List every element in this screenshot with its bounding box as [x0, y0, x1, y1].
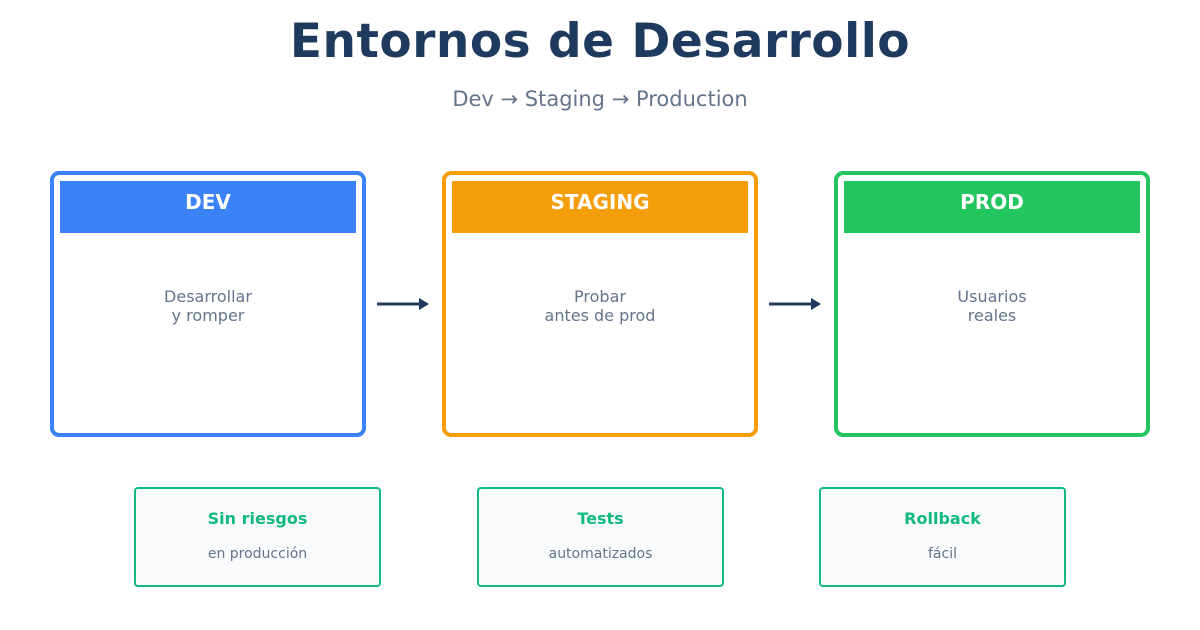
env-desc-dev-line1: Desarrollar	[164, 287, 252, 306]
env-desc-prod-line2: reales	[967, 306, 1017, 325]
env-desc-staging-line1: Probar	[574, 287, 626, 306]
arrow-right-icon	[769, 298, 821, 310]
benefit-title: Sin riesgos	[207, 509, 308, 528]
env-box-dev: DEV Desarrollar y romper	[50, 171, 366, 437]
benefit-card-rollback: Rollback fácil	[819, 487, 1066, 587]
env-desc-dev: Desarrollar y romper	[54, 287, 362, 325]
env-header-dev: DEV	[60, 181, 356, 233]
env-box-staging: STAGING Probar antes de prod	[442, 171, 758, 437]
env-desc-prod-line1: Usuarios	[957, 287, 1027, 306]
env-desc-staging-line2: antes de prod	[544, 306, 656, 325]
benefit-title: Rollback	[904, 509, 981, 528]
benefit-card-sin-riesgos: Sin riesgos en producción	[134, 487, 381, 587]
env-header-prod: PROD	[844, 181, 1140, 233]
page-title: Entornos de Desarrollo	[289, 14, 911, 69]
arrow-right-icon	[377, 298, 429, 310]
benefit-subtitle: automatizados	[548, 546, 653, 562]
env-desc-prod: Usuarios reales	[838, 287, 1146, 325]
benefit-subtitle: fácil	[928, 546, 957, 562]
env-desc-staging: Probar antes de prod	[446, 287, 754, 325]
env-header-staging: STAGING	[452, 181, 748, 233]
benefit-title: Tests	[577, 509, 624, 528]
benefit-subtitle: en producción	[207, 546, 308, 562]
page-subtitle: Dev → Staging → Production	[452, 87, 748, 111]
env-box-prod: PROD Usuarios reales	[834, 171, 1150, 437]
env-desc-dev-line2: y romper	[171, 306, 245, 325]
benefit-card-tests: Tests automatizados	[477, 487, 724, 587]
